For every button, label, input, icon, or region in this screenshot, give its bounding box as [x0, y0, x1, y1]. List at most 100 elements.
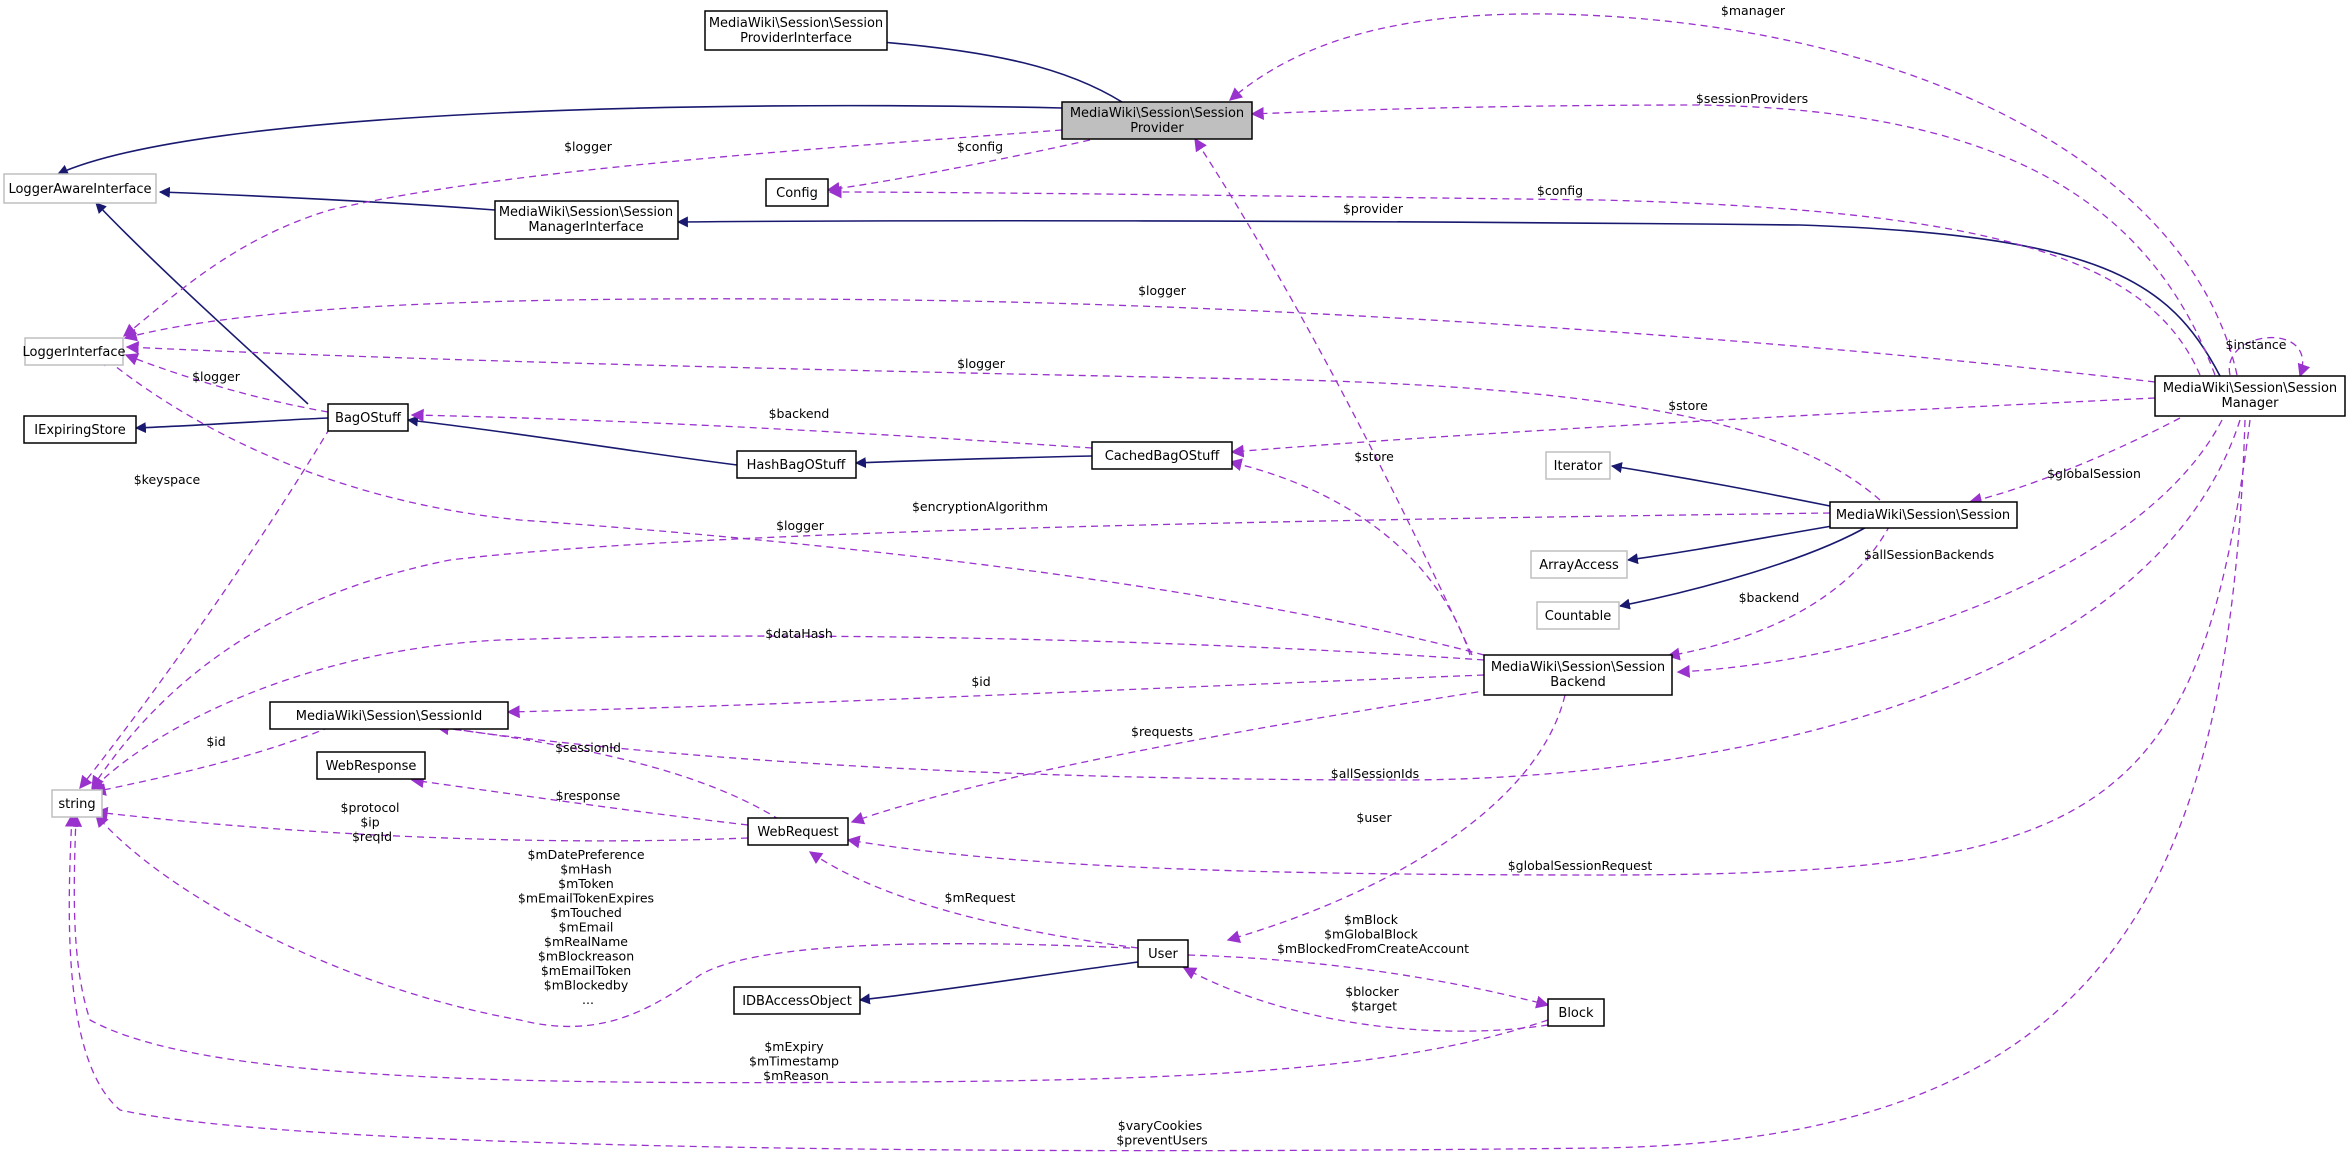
label-logger-provider: $logger: [564, 139, 613, 154]
node-countable[interactable]: Countable: [1536, 601, 1620, 630]
edge-store-manager: [1230, 397, 2156, 458]
edge-session-providers: [1250, 104, 2216, 376]
edge-manager-manager: [1229, 13, 2238, 376]
edge-logger-manager: [123, 298, 2156, 383]
svg-text:LoggerAwareInterface: LoggerAwareInterface: [8, 182, 151, 197]
edge-requests: [850, 689, 1491, 825]
node-string[interactable]: string: [51, 789, 103, 818]
label-global-session: $globalSession: [2047, 466, 2141, 481]
inheritance-edges: [56, 35, 2221, 1005]
edge-manager-to-manager-interface: [676, 216, 2221, 377]
label-instance: $instance: [2226, 337, 2287, 352]
edge-backend-cachedbag: [410, 408, 1093, 449]
label-store-manager: $store: [1668, 398, 1708, 413]
label-backend-session: $backend: [1739, 590, 1800, 605]
svg-text:MediaWiki\Session\Session: MediaWiki\Session\Session: [1836, 508, 2010, 523]
edge-session-to-iterator: [1610, 462, 1831, 507]
label-m-request: $mRequest: [945, 890, 1016, 905]
label-data-hash: $dataHash: [765, 626, 833, 641]
edge-protocol-ip-reqid: [94, 806, 749, 842]
label-provider: $provider: [1343, 201, 1404, 216]
node-config[interactable]: Config: [765, 178, 829, 207]
label-logger-manager: $logger: [1138, 283, 1187, 298]
node-iexpiring-store[interactable]: IExpiringStore: [23, 415, 137, 444]
edge-user-backend: [1226, 694, 1566, 943]
label-store-backend: $store: [1354, 449, 1394, 464]
svg-text:IDBAccessObject: IDBAccessObject: [742, 994, 852, 1009]
label-logger-bagostuff: $logger: [192, 369, 241, 384]
edge-instance-self: [2228, 336, 2311, 378]
label-backend-cachedbag: $backend: [769, 406, 830, 421]
edge-backend-session: [1666, 524, 1891, 661]
label-session-id-request: $sessionId: [555, 740, 621, 755]
edge-user-to-idbaccess: [858, 961, 1139, 1005]
svg-text:string: string: [58, 797, 95, 812]
node-webrequest[interactable]: WebRequest: [747, 817, 849, 846]
node-webresponse[interactable]: WebResponse: [316, 751, 426, 780]
edge-vary-cookies: [64, 419, 2246, 1152]
svg-text:Block: Block: [1558, 1006, 1594, 1021]
node-session-id[interactable]: MediaWiki\Session\SessionId: [269, 701, 509, 730]
node-session[interactable]: MediaWiki\Session\Session: [1829, 501, 2018, 529]
edge-logger-bagostuff: [124, 353, 329, 413]
edge-provider-to-logger-aware: [56, 104, 1063, 175]
edge-global-session: [1968, 417, 2181, 506]
label-user-block: $mBlock $mGlobalBlock $mBlockedFromCreat…: [1277, 912, 1469, 956]
label-encryption-algorithm: $encryptionAlgorithm: [912, 499, 1048, 514]
edge-store-backend: [1228, 458, 1471, 656]
svg-text:HashBagOStuff: HashBagOStuff: [747, 458, 847, 473]
node-logger-interface[interactable]: LoggerInterface: [22, 337, 126, 366]
edge-user-block: [1187, 954, 1550, 1009]
svg-text:Config: Config: [776, 186, 818, 201]
label-session-providers: $sessionProviders: [1696, 91, 1808, 106]
node-user[interactable]: User: [1137, 939, 1189, 968]
edge-labels: $manager $sessionProviders $logger $conf…: [134, 3, 2287, 1148]
label-user-backend: $user: [1356, 810, 1392, 825]
label-vary-cookies: $varyCookies $preventUsers: [1116, 1118, 1207, 1148]
node-idbaccessobject[interactable]: IDBAccessObject: [733, 986, 861, 1015]
label-all-session-backends: $allSessionBackends: [1864, 547, 1994, 562]
label-block-strings: $mExpiry $mTimestamp $mReason: [749, 1039, 843, 1083]
edge-blocker-target: [1182, 967, 1549, 1032]
label-manager: $manager: [1721, 3, 1786, 18]
node-iterator[interactable]: Iterator: [1545, 451, 1611, 480]
node-block[interactable]: Block: [1547, 998, 1605, 1027]
edge-id-backend: [506, 674, 1485, 719]
label-keyspace: $keyspace: [134, 472, 201, 487]
node-cachedbagostuff[interactable]: CachedBagOStuff: [1091, 441, 1233, 470]
edge-session-to-countable: [1618, 524, 1871, 610]
edge-logger-session: [125, 341, 1881, 501]
label-all-session-ids: $allSessionIds: [1331, 766, 1419, 781]
svg-text:LoggerInterface: LoggerInterface: [22, 345, 125, 360]
svg-text:WebResponse: WebResponse: [326, 759, 417, 774]
edge-config-manager: [828, 185, 2201, 376]
edge-cachedbag-to-hashbag: [854, 455, 1093, 469]
edge-all-session-backends: [1676, 419, 2223, 678]
edge-keyspace: [79, 427, 331, 790]
node-arrayaccess[interactable]: ArrayAccess: [1530, 550, 1628, 579]
svg-text:Iterator: Iterator: [1554, 459, 1603, 474]
label-id-sessionid: $id: [206, 734, 225, 749]
edge-m-request: [808, 851, 1139, 949]
node-logger-aware-interface[interactable]: LoggerAwareInterface: [3, 173, 157, 204]
node-hashbagostuff[interactable]: HashBagOStuff: [736, 450, 857, 479]
node-bagostuff[interactable]: BagOStuff: [327, 403, 409, 432]
svg-text:CachedBagOStuff: CachedBagOStuff: [1105, 449, 1221, 464]
svg-text:WebRequest: WebRequest: [757, 825, 838, 840]
svg-text:IExpiringStore: IExpiringStore: [34, 423, 125, 438]
edge-hashbag-to-bagostuff: [406, 415, 738, 466]
edge-user-strings: [95, 814, 1131, 1028]
label-id-backend: $id: [971, 674, 990, 689]
edge-id-sessionid: [92, 726, 331, 796]
edge-session-to-arrayaccess: [1626, 524, 1839, 565]
